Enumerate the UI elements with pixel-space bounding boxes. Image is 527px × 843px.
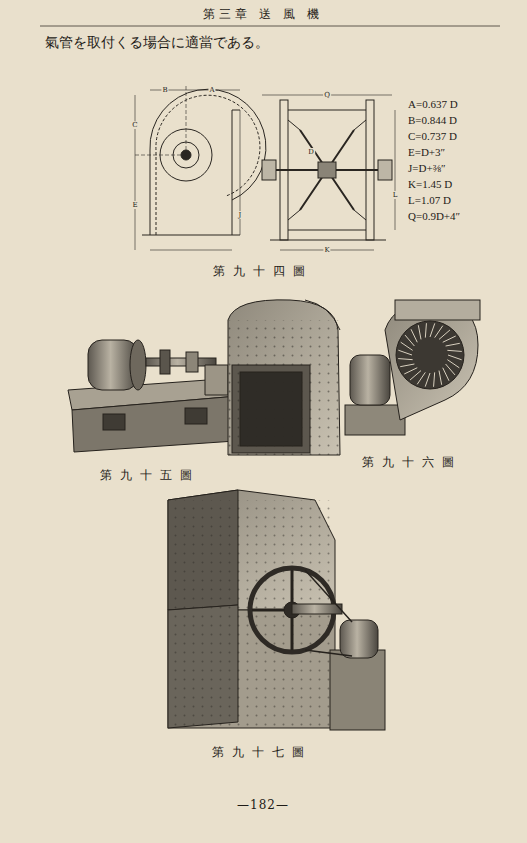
figure-caption: 第九十七圖: [212, 746, 312, 760]
dimension-letter: K: [323, 246, 330, 254]
formula: E=D+3″: [408, 146, 445, 159]
figure-caption: 第九十四圖: [213, 265, 313, 279]
fan-blade: [434, 372, 435, 386]
dimension-letter: Q: [323, 91, 331, 99]
fan-blade: [439, 330, 450, 339]
dimension-letter: A: [208, 86, 215, 94]
formula: B=0.844 D: [408, 114, 457, 127]
formula: A=0.637 D: [408, 98, 458, 111]
formula: K=1.45 D: [408, 178, 452, 191]
large-fan: [168, 490, 385, 730]
fan-blade: [410, 371, 421, 380]
fan-blade: [447, 350, 461, 351]
fan-blade: [447, 360, 459, 368]
fan-blade: [435, 326, 443, 338]
fan-blade: [411, 329, 417, 342]
formula: J=D+⅜″: [408, 162, 445, 175]
figure-caption: 第九十六圖: [362, 456, 462, 470]
fan-blade: [418, 325, 421, 339]
dimension-letter: C: [131, 121, 138, 129]
fan-blade: [443, 368, 449, 381]
fan-blade: [425, 323, 426, 337]
fan-blade: [425, 373, 430, 387]
fan-blade: [404, 368, 417, 374]
fan-end-view: [135, 86, 266, 250]
fan-blade: [439, 371, 442, 385]
dimension-letter: J: [238, 211, 243, 219]
formula: L=1.07 D: [408, 194, 451, 207]
formula: Q=0.9D+4″: [408, 210, 460, 223]
fan-blade: [417, 372, 425, 384]
dimension-letter: L: [392, 191, 399, 199]
fan-blade: [446, 364, 455, 375]
figure-caption: 第九十五圖: [100, 469, 200, 483]
dimension-letter: B: [161, 86, 168, 94]
formula: C=0.737 D: [408, 130, 457, 143]
fan-blade: [401, 342, 413, 350]
fan-blade: [430, 323, 435, 337]
fan-blade: [400, 364, 414, 367]
fan-blade: [443, 336, 456, 342]
header-rule: [40, 26, 500, 27]
body-text: 氣管を取付くる場合に適當である。: [45, 34, 269, 50]
fan-blade: [398, 350, 412, 355]
page-number: —182—: [237, 799, 289, 813]
dimension-letter: D: [307, 148, 315, 156]
fan-side-view: [262, 95, 395, 250]
fan-blade: [405, 335, 414, 346]
running-header: 第三章 送 風 機: [203, 8, 322, 22]
dimension-letter: E: [131, 201, 138, 209]
fan-motor-set: [68, 300, 340, 455]
fan-blade: [446, 343, 460, 346]
fan-blade: [448, 355, 462, 360]
small-fan: [345, 300, 480, 435]
fan-blade: [398, 359, 412, 360]
